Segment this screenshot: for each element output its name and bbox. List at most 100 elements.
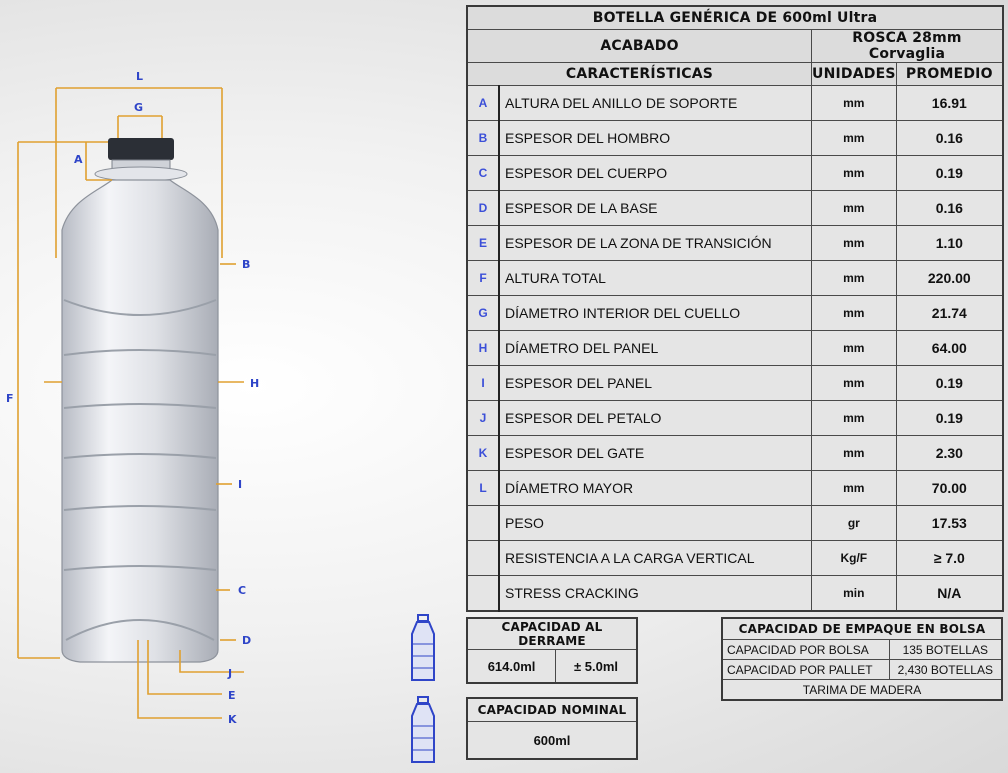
- spec-unit: mm: [811, 190, 897, 226]
- spec-name: DÍAMETRO DEL PANEL: [498, 330, 812, 366]
- spec-value: 70.00: [895, 470, 1004, 506]
- derrame-table: CAPACIDAD AL DERRAME 614.0ml ± 5.0ml: [466, 617, 638, 684]
- dim-label-d: D: [242, 634, 251, 647]
- dim-label-i: I: [238, 478, 242, 491]
- dim-label-a: A: [74, 153, 83, 166]
- spec-name: ESPESOR DEL HOMBRO: [498, 120, 812, 156]
- spec-unit: mm: [811, 365, 897, 401]
- spec-unit: mm: [811, 295, 897, 331]
- spec-letter: J: [466, 400, 500, 436]
- empaque-row-value: 135 BOTELLAS: [888, 639, 1003, 660]
- spec-letter: F: [466, 260, 500, 296]
- spec-name: ESPESOR DEL PANEL: [498, 365, 812, 401]
- derrame-title: CAPACIDAD AL DERRAME: [466, 617, 638, 650]
- empaque-footer: TARIMA DE MADERA: [721, 679, 1003, 701]
- col-promedio: PROMEDIO: [895, 62, 1004, 86]
- spec-value: 2.30: [895, 435, 1004, 471]
- dim-label-k: K: [228, 713, 237, 726]
- dim-label-l: L: [136, 70, 143, 83]
- spec-unit: min: [811, 575, 897, 612]
- spec-letter: E: [466, 225, 500, 261]
- spec-letter: K: [466, 435, 500, 471]
- spec-unit: mm: [811, 225, 897, 261]
- acabado-value: ROSCA 28mm Corvaglia: [811, 29, 1004, 63]
- spec-letter: C: [466, 155, 500, 191]
- spec-letter: A: [466, 85, 500, 121]
- spec-name: STRESS CRACKING: [498, 575, 812, 612]
- spec-value: ≥ 7.0: [895, 540, 1004, 576]
- spec-unit: mm: [811, 85, 897, 121]
- empaque-table: CAPACIDAD DE EMPAQUE EN BOLSA CAPACIDAD …: [721, 617, 1003, 701]
- dim-label-g: G: [134, 101, 143, 114]
- dim-label-f: F: [6, 392, 14, 405]
- nominal-title: CAPACIDAD NOMINAL: [466, 697, 638, 722]
- spec-value: 0.19: [895, 155, 1004, 191]
- spec-name: ESPESOR DE LA BASE: [498, 190, 812, 226]
- bottle-icon: [411, 696, 435, 763]
- spec-value: 0.19: [895, 365, 1004, 401]
- dim-label-b: B: [242, 258, 250, 271]
- spec-table: BOTELLA GENÉRICA DE 600ml Ultra ACABADO …: [466, 5, 1004, 612]
- dim-label-e: E: [228, 689, 236, 702]
- bottle-neck: [108, 138, 174, 160]
- dim-label-c: C: [238, 584, 246, 597]
- col-caracteristicas: CARACTERÍSTICAS: [466, 62, 812, 86]
- spec-value: 0.16: [895, 190, 1004, 226]
- spec-name: DÍAMETRO INTERIOR DEL CUELLO: [498, 295, 812, 331]
- spec-name: ALTURA DEL ANILLO DE SOPORTE: [498, 85, 812, 121]
- spec-letter: [466, 505, 500, 541]
- col-unidades: UNIDADES: [811, 62, 897, 86]
- nominal-table: CAPACIDAD NOMINAL 600ml: [466, 697, 638, 760]
- spec-name: ALTURA TOTAL: [498, 260, 812, 296]
- spec-unit: Kg/F: [811, 540, 897, 576]
- spec-value: 1.10: [895, 225, 1004, 261]
- spec-letter: [466, 540, 500, 576]
- spec-value: 0.16: [895, 120, 1004, 156]
- spec-value: N/A: [895, 575, 1004, 612]
- spec-letter: L: [466, 470, 500, 506]
- spec-unit: mm: [811, 260, 897, 296]
- derrame-value: 614.0ml: [466, 649, 557, 684]
- spec-unit: mm: [811, 435, 897, 471]
- spec-name: DÍAMETRO MAYOR: [498, 470, 812, 506]
- spec-name: PESO: [498, 505, 812, 541]
- empaque-row-label: CAPACIDAD POR BOLSA: [721, 639, 890, 660]
- derrame-tolerance: ± 5.0ml: [555, 649, 638, 684]
- spec-title: BOTELLA GENÉRICA DE 600ml Ultra: [466, 5, 1004, 30]
- spec-letter: I: [466, 365, 500, 401]
- spec-value: 0.19: [895, 400, 1004, 436]
- spec-unit: mm: [811, 120, 897, 156]
- acabado-label: ACABADO: [466, 29, 812, 63]
- spec-letter: H: [466, 330, 500, 366]
- empaque-row-label: CAPACIDAD POR PALLET: [721, 659, 890, 680]
- empaque-row-value: 2,430 BOTELLAS: [888, 659, 1003, 680]
- spec-name: ESPESOR DE LA ZONA DE TRANSICIÓN: [498, 225, 812, 261]
- spec-unit: gr: [811, 505, 897, 541]
- spec-value: 64.00: [895, 330, 1004, 366]
- spec-name: ESPESOR DEL CUERPO: [498, 155, 812, 191]
- bottle-icon: [411, 614, 435, 681]
- empaque-title: CAPACIDAD DE EMPAQUE EN BOLSA: [721, 617, 1003, 640]
- spec-letter: B: [466, 120, 500, 156]
- spec-unit: mm: [811, 155, 897, 191]
- spec-letter: G: [466, 295, 500, 331]
- bottle-body: [61, 179, 219, 663]
- bottle-diagram: L G A B F H I C D J E K: [6, 70, 259, 726]
- spec-value: 17.53: [895, 505, 1004, 541]
- dim-label-h: H: [250, 377, 259, 390]
- spec-unit: mm: [811, 470, 897, 506]
- spec-name: ESPESOR DEL PETALO: [498, 400, 812, 436]
